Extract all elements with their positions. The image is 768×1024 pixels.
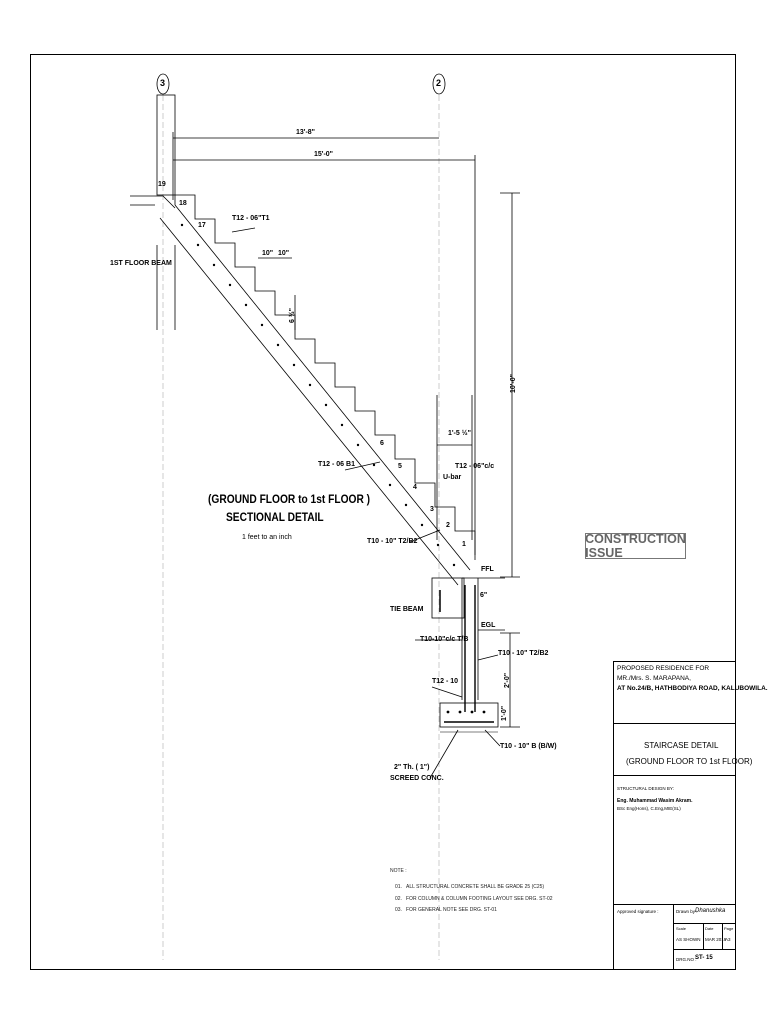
label-egl: EGL xyxy=(481,622,496,629)
label-bar-t10-t2b2: T10 - 10" T2/B2 xyxy=(367,538,418,545)
dim-landing: 1'-5 ½" xyxy=(448,430,471,437)
dim-ft: 1'-0" xyxy=(501,705,509,722)
dim-riser: 6 ½" xyxy=(289,308,296,323)
dim-height: 10'-0" xyxy=(510,374,517,393)
step-number: 17 xyxy=(198,222,206,229)
title-block-divider xyxy=(614,661,735,662)
engineer-quals: BSc Eng(Hons), C.Eng,MIE(SL) xyxy=(617,806,681,811)
label-bar-t10-tb: T10-10"c/c T/B xyxy=(420,636,469,643)
drg-label: DRG.NO : xyxy=(676,957,697,962)
note-number: 01. xyxy=(395,884,402,890)
dim-going-1: 10" xyxy=(262,250,274,257)
engineer-name: Eng. Muhammad Wasim Akram. xyxy=(617,798,693,804)
section-title-line-2: SECTIONAL DETAIL xyxy=(226,510,324,524)
drawing-title-2: (GROUND FLOOR TO 1st FLOOR) xyxy=(626,757,753,766)
dim-second: 15'-0" xyxy=(314,151,333,158)
project-line-2: MR./Mrs. S. MARAPANA, xyxy=(617,675,691,682)
page-value: A3 xyxy=(725,937,731,942)
label-bar-t12-top: T12 - 06"T1 xyxy=(232,215,270,222)
label-screed: 2" Th. ( 1") xyxy=(394,764,430,771)
approved-label: Approved signature : xyxy=(617,909,659,914)
grid-label-3: 3 xyxy=(160,78,166,88)
title-block-divider xyxy=(673,949,735,950)
drawing-title-1: STAIRCASE DETAIL xyxy=(644,741,719,750)
drawing-sheet-border xyxy=(30,54,736,970)
label-bar-t12-10: T12 - 10 xyxy=(432,678,459,685)
title-block: PROPOSED RESIDENCE FOR MR./Mrs. S. MARAP… xyxy=(613,661,768,970)
construction-issue-stamp: CONSTRUCTION ISSUE xyxy=(585,532,686,560)
step-number: 19 xyxy=(158,181,166,188)
title-block-divider xyxy=(614,723,735,724)
dim-footing: 2'-0" xyxy=(504,672,512,689)
project-line-3: AT No.24/B, HATHBODIYA ROAD, KALUBOWILA. xyxy=(617,685,768,692)
label-tie-beam: TIE BEAM xyxy=(390,606,424,613)
title-block-divider xyxy=(722,923,723,949)
step-number: 1 xyxy=(462,541,466,548)
step-number: 6 xyxy=(380,440,384,447)
label-bar-t10-bw: T10 - 10" B (B/W) xyxy=(500,743,557,750)
title-block-divider xyxy=(673,923,735,924)
date-value: MAR 2019 xyxy=(705,937,727,942)
note-text: FOR GENERAL NOTE SEE DRG. ST-01 xyxy=(406,907,497,913)
note-number: 02. xyxy=(395,896,402,902)
title-block-divider xyxy=(673,904,674,970)
step-number: 5 xyxy=(398,463,402,470)
drawn-value: Dhanushka xyxy=(695,908,726,914)
dim-slab: 6" xyxy=(480,592,488,599)
note-number: 03. xyxy=(395,907,402,913)
step-number: 18 xyxy=(179,200,187,207)
designed-by-label: STRUCTURAL DESIGN BY: xyxy=(617,786,674,791)
step-number: 4 xyxy=(413,484,417,491)
label-bar-t10-right: T10 - 10" T2/B2 xyxy=(498,650,549,657)
scale-label: Scale xyxy=(676,926,687,931)
section-scale: 1 feet to an inch xyxy=(242,534,292,541)
step-number: 2 xyxy=(446,522,450,529)
drg-value: ST- 15 xyxy=(695,955,713,961)
dim-top: 13'-8" xyxy=(296,129,315,136)
step-number: 3 xyxy=(430,506,434,513)
title-block-divider xyxy=(614,904,735,905)
note-text: ALL STRUCTURAL CONCRETE SHALL BE GRADE 2… xyxy=(406,884,545,890)
note-text: FOR COLUMN & COLUMN FOOTING LAYOUT SEE D… xyxy=(406,896,553,902)
notes-heading: NOTE : xyxy=(390,868,407,874)
drawn-label: Drawn by : xyxy=(676,909,698,914)
label-u-bar: U-bar xyxy=(443,474,462,481)
page-label: Page xyxy=(724,926,734,931)
label-bar-t12-b1: T12 - 06 B1 xyxy=(318,461,355,468)
label-bar-t12-ub: T12 - 06"c/c xyxy=(455,463,495,470)
dim-going-2: 10" xyxy=(278,250,290,257)
section-title-line-1: (GROUND FLOOR to 1st FLOOR ) xyxy=(208,492,371,506)
date-label: Date xyxy=(705,926,714,931)
title-block-divider xyxy=(614,775,735,776)
label-screed-2: SCREED CONC. xyxy=(390,775,444,782)
project-line-1: PROPOSED RESIDENCE FOR xyxy=(617,665,710,672)
grid-label-2: 2 xyxy=(436,78,442,88)
scale-value: AS SHOWN xyxy=(676,937,701,942)
label-first-floor-beam: 1ST FLOOR BEAM xyxy=(110,260,172,267)
label-ffl: FFL xyxy=(481,566,494,573)
title-block-divider xyxy=(703,923,704,949)
